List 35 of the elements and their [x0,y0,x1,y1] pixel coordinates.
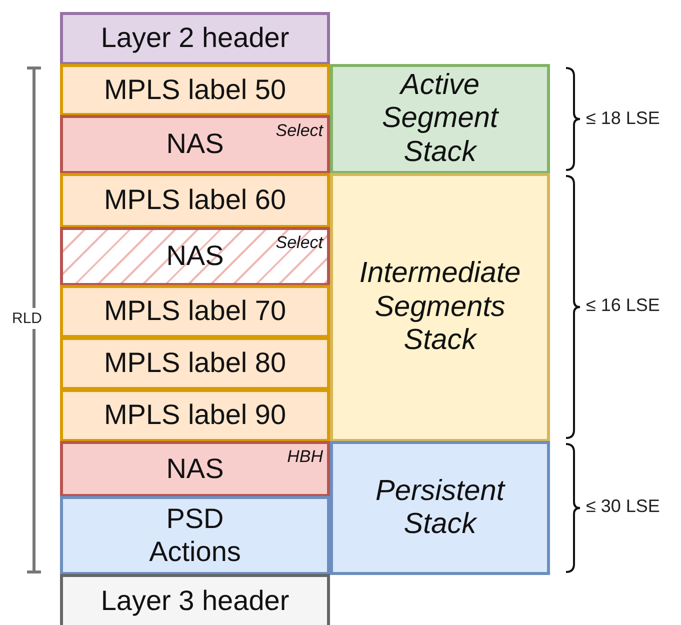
layer-name: MPLS label 80 [104,347,286,380]
stack-region [330,64,550,174]
layer-name: NAS [166,452,224,486]
stack-region [330,173,550,442]
stack-region [330,441,550,575]
stack-layer [60,64,330,116]
dimension-label: RLD [12,308,42,329]
flag-label: Select [276,121,323,141]
flag-label: Select [276,233,323,253]
stack-layer [60,285,330,338]
layer-name: MPLS label 50 [104,74,286,106]
region-title: Intermediate Segments Stack [358,257,522,358]
region-title: Active Segment Stack [380,68,500,170]
stack-layer [60,173,330,228]
stack-layer [60,574,330,625]
stack-layer [60,389,330,442]
layer-name: MPLS label 90 [104,399,286,432]
layer-name: PSD Actions [148,503,242,568]
layer-name: MPLS label 70 [104,295,286,328]
stack-layer [60,496,330,575]
region-title: Persistent Stack [374,474,506,542]
size-label: ≤ 16 LSE [586,295,660,316]
layer-name: Layer 3 header [100,585,290,618]
layer-name: NAS [166,128,224,161]
stack-layer [60,337,330,390]
stack-layer [60,12,330,65]
layer-name: Layer 2 header [100,22,290,55]
layer-name: NAS [166,240,224,273]
layer-name: MPLS label 60 [104,184,286,217]
stack-layer [60,115,330,174]
stack-layer [60,227,330,286]
flag-label: HBH [287,447,323,467]
size-label: ≤ 18 LSE [586,108,660,129]
stack-layer [60,441,330,497]
size-label: ≤ 30 LSE [586,496,660,517]
